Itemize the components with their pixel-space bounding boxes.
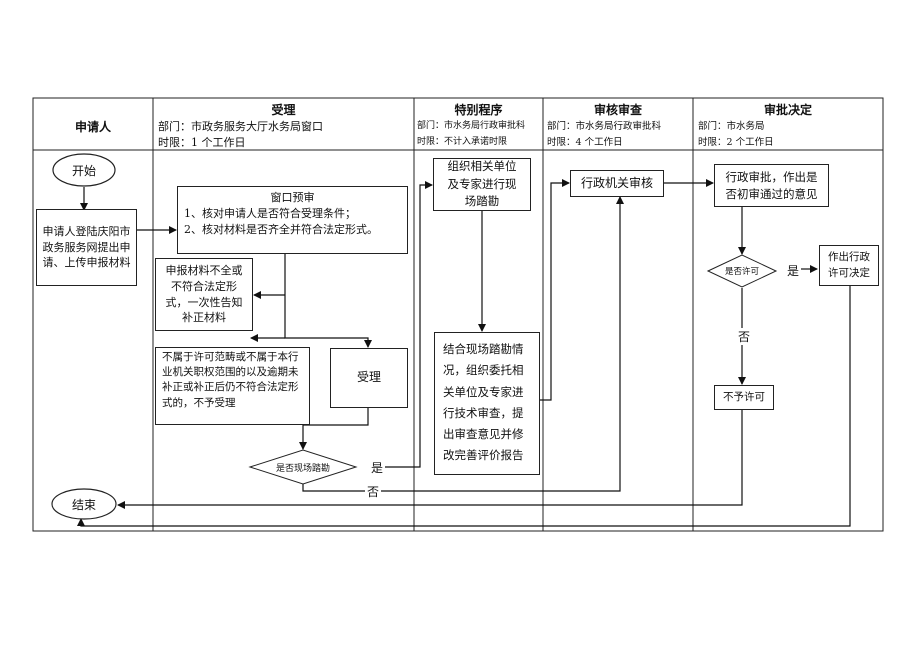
yes-permit-label: 是 [785, 262, 802, 279]
start-ellipse [52, 153, 116, 187]
header-review-dept: 部门：市水务局行政审批科 [547, 121, 662, 132]
header-special-dept: 部门：市水务局行政审批科 [417, 121, 526, 131]
no-permit-label: 否 [736, 328, 753, 345]
permit-decision-diamond [706, 254, 778, 288]
header-review-title: 审核审查 [593, 103, 642, 117]
header-accept-title: 受理 [271, 103, 296, 117]
approve-box: 行政审批，作出是否初审通过的意见 [714, 164, 829, 207]
header-accept-dept: 部门：市政务服务大厅水务局窗口 [158, 120, 323, 133]
header-accept-limit: 时限：1 个工作日 [158, 136, 246, 149]
header-applicant: 申请人 [74, 120, 111, 134]
agency-review-box: 行政机关审核 [570, 170, 664, 197]
arrow-no-review [302, 196, 624, 492]
arrow-review-agency [540, 179, 570, 401]
precheck-box: 窗口预审 1、核对申请人是否符合受理条件； 2、核对材料是否齐全并符合法定形式。 [177, 186, 408, 254]
precheck-item-2: 2、核对材料是否齐全并符合法定形式。 [184, 222, 378, 236]
accepted-box: 受理 [330, 348, 408, 408]
header-decision-title: 审批决定 [763, 103, 812, 117]
yes-site-label: 是 [369, 459, 386, 476]
arrow-accepted-decision [299, 408, 369, 450]
permit-decision-label: 是否许可 [724, 267, 759, 277]
table-border [32, 97, 884, 532]
incomplete-box: 申报材料不全或不符合法定形式，一次性告知补正材料 [155, 258, 253, 331]
grant-box: 作出行政许可决定 [819, 245, 879, 286]
header-decision-limit: 时限：2 个工作日 [698, 137, 774, 148]
start-label: 开始 [71, 163, 96, 178]
organize-box: 组织相关单位及专家进行现场踏勘 [433, 158, 531, 211]
arrow-grant-end [77, 286, 851, 527]
deny-box: 不予许可 [714, 385, 774, 410]
end-ellipse [51, 488, 117, 520]
apply-box: 申请人登陆庆阳市政务服务网提出申请、上传申报材料 [36, 209, 137, 286]
arrow-deny-end [117, 410, 743, 509]
precheck-item-1: 1、核对申请人是否符合受理条件； [184, 206, 356, 220]
header-review-limit: 时限：4 个工作日 [547, 137, 623, 148]
header-decision-dept: 部门：市水务局 [698, 121, 765, 132]
end-label: 结束 [71, 497, 96, 512]
site-decision-diamond [248, 449, 358, 485]
precheck-title: 窗口预审 [270, 191, 315, 204]
arrow-yes-organize [385, 181, 433, 468]
no-site-label: 否 [365, 483, 382, 500]
tech-review-box: 结合现场踏勘情况，组织委托相关单位及专家进行技术审查，提出审查意见并修改完善评价… [434, 332, 540, 475]
arrow-precheck-accepted [284, 254, 372, 348]
header-special-title: 特别程序 [454, 103, 503, 117]
reject-box: 不属于许可范畴或不属于本行业机关职权范围的以及逾期未补正或补正后仍不符合法定形式… [155, 347, 310, 425]
site-decision-label: 是否现场踏勘 [275, 463, 330, 474]
header-special-limit: 时限：不计入承诺时限 [417, 137, 508, 147]
